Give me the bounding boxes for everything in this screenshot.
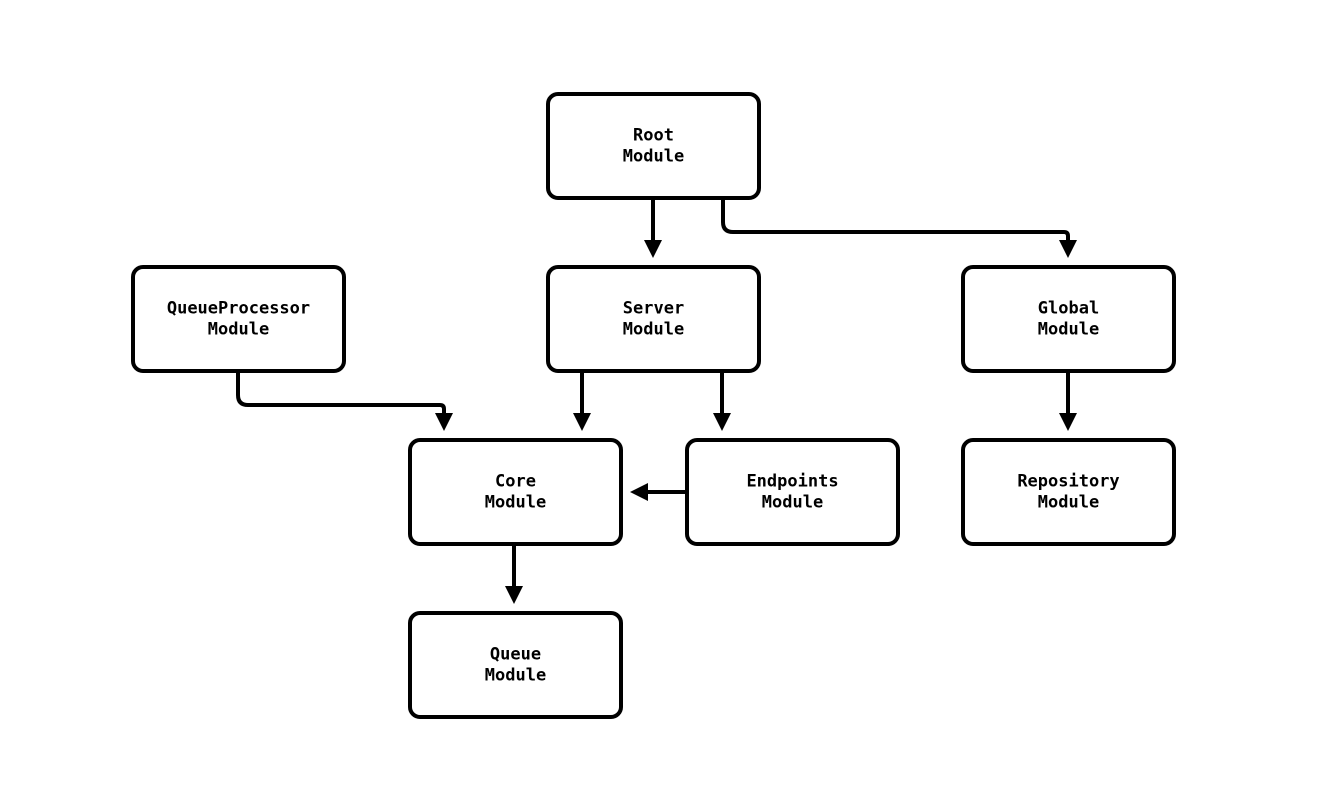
edge-server-to-core	[573, 371, 591, 431]
node-box-root[interactable]	[546, 92, 761, 200]
edge-core-to-queue	[505, 544, 523, 604]
node-box-queue[interactable]	[408, 611, 623, 719]
node-box-repository[interactable]	[961, 438, 1176, 546]
node-box-server[interactable]	[546, 265, 761, 373]
edge-server-to-endpoints	[713, 371, 731, 431]
node-box-queueprocessor[interactable]	[131, 265, 346, 373]
edge-root-to-global	[721, 198, 1077, 258]
node-box-global[interactable]	[961, 265, 1176, 373]
edge-queueprocessor-to-core	[236, 371, 453, 431]
edge-endpoints-to-core	[630, 483, 687, 501]
edges-layer	[236, 198, 1077, 604]
node-box-core[interactable]	[408, 438, 623, 546]
edge-root-to-server	[644, 198, 662, 258]
edge-global-to-repository	[1059, 371, 1077, 431]
node-box-endpoints[interactable]	[685, 438, 900, 546]
